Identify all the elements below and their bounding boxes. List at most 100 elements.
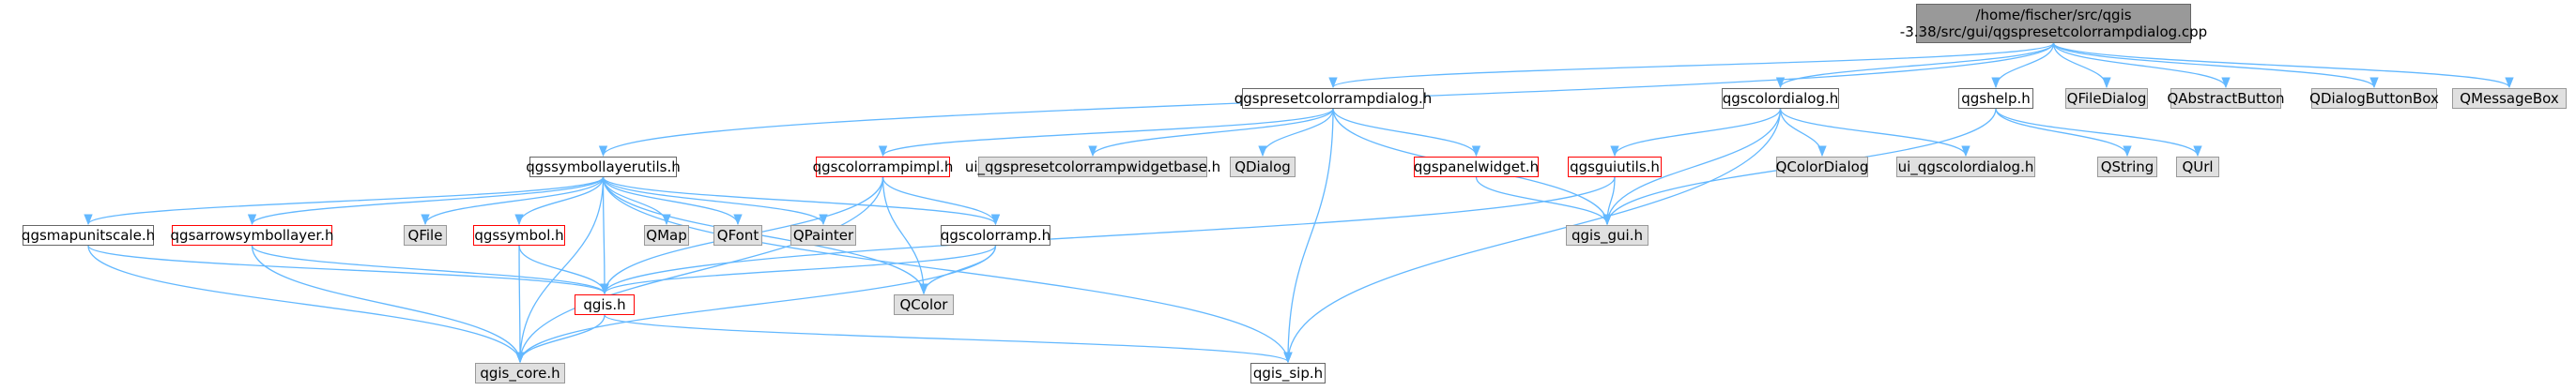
edge-symlayerutils_h-to-qfile [421,176,605,226]
node-label: QUrl [2182,158,2214,175]
edge-colorrampimpl_h-to-qgis_core_h [515,176,884,364]
edge-symlayerutils_h-to-mapunitscale_h [84,176,605,226]
node-ui-qgspresetcolorrampwidgetbase-h: ui_qgspresetcolorrampwidgetbase.h [965,157,1220,177]
edge-symlayerutils_h-to-qpainter [602,176,828,226]
edge-qgshelp_h-to-qstring [1995,108,2132,158]
edge-symlayerutils_h-to-arrowsymlayer_h [247,176,605,226]
node-label: QDialogButtonBox [2309,90,2439,107]
node-qmessagebox: QMessageBox [2452,88,2567,109]
node-qgssymbollayerutils-h[interactable]: qgssymbollayerutils.h [526,157,681,177]
edge-guiutils_h-to-qgis_h [600,176,1616,295]
edge-mapunitscale_h-to-qgis_h [87,245,609,295]
node-qgsguiutils-h[interactable]: qgsguiutils.h [1568,157,1662,177]
node-qcolor: QColor [894,294,954,315]
node-qgscolorrampimpl-h[interactable]: qgscolorrampimpl.h [813,157,953,177]
node-qgis-h[interactable]: qgis.h [575,294,635,315]
node-label: qgshelp.h [1961,90,2031,107]
node-label: qgscolorramp.h [940,227,1051,244]
node-qgshelp-h[interactable]: qgshelp.h [1958,88,2033,109]
node-label: qgis_core.h [480,365,560,382]
node-label: qgscolorrampimpl.h [812,158,954,175]
edge-root-to-qdialogbuttonbox [2052,42,2379,89]
edge-colorramp_h-to-qgis_h [600,245,997,295]
edge-presetdlg_h-to-qdialog [1258,108,1334,158]
node-label: ui_qgspresetcolorrampwidgetbase.h [964,158,1221,175]
edge-root-to-presetdlg_h [1328,42,2055,89]
node-qgscolorramp-h[interactable]: qgscolorramp.h [941,225,1050,246]
edge-symlayerutils_h-to-qgis_h [600,176,609,295]
edge-colorrampimpl_h-to-colorramp_h [882,176,1001,226]
node-qurl: QUrl [2176,157,2219,177]
node-qgsmapunitscale-h[interactable]: qgsmapunitscale.h [21,225,156,246]
node-qfont: QFont [713,225,762,246]
edge-presetdlg_h-to-panelwidget_h [1332,108,1481,158]
edge-root-to-colordlg_h [1775,42,2055,89]
node-label: qgspresetcolorrampdialog.h [1234,90,1433,107]
node-qgscolordialog-h[interactable]: qgscolordialog.h [1722,88,1839,109]
node-label: qgsarrowsymbollayer.h [170,227,334,244]
node-qgis-sip-h[interactable]: qgis_sip.h [1250,363,1326,383]
node-qcolordialog: QColorDialog [1776,157,1868,177]
node-label: qgsmapunitscale.h [21,227,156,244]
node-label: QColorDialog [1775,158,1869,175]
edge-symlayerutils_h-to-qfont [602,176,743,226]
node-label: qgis_sip.h [1252,365,1324,382]
node-qgspresetcolorrampdialog-h[interactable]: qgspresetcolorrampdialog.h [1234,88,1432,109]
node-label: QPainter [792,227,854,244]
edge-symlayerutils_h-to-qcolor [602,176,928,295]
node-label: QMessageBox [2460,90,2559,107]
edge-colorramp_h-to-qcolor [919,245,997,295]
node-qgssymbol-h[interactable]: qgssymbol.h [473,225,565,246]
edge-qgis_h-to-qgis_sip_h [604,314,1293,364]
edge-symlayerutils_h-to-symbol_h [514,176,605,226]
edge-presetdlg_h-to-qgis_sip_h [1283,108,1334,364]
edge-root-to-qabstractbutton [2052,42,2231,89]
node-label: QString [2100,158,2154,175]
edge-presetdlg_h-to-colorrampimpl_h [879,108,1334,158]
node-qgsarrowsymbollayer-h[interactable]: qgsarrowsymbollayer.h [170,225,334,246]
node-qgis-core-h: qgis_core.h [475,363,565,383]
edge-colordlg_h-to-qcolordialog [1779,108,1827,158]
node-qfiledialog: QFileDialog [2065,88,2148,109]
node-label: qgsguiutils.h [1570,158,1660,175]
node-label: QFileDialog [2066,90,2147,107]
edge-guiutils_h-to-qgis_gui_h [1602,176,1616,226]
edge-symbol_h-to-qgis_h [518,245,609,295]
node-label: qgssymbollayerutils.h [526,158,681,175]
node-label: /home/fischer/src/qgis -3.38/src/gui/qgs… [1899,7,2208,40]
node-label: QFont [716,227,759,244]
edge-panelwidget_h-to-qgis_gui_h [1475,176,1612,226]
node-label: QAbstractButton [2167,90,2285,107]
edge-presetdlg_h-to-ui_presetbase_h [1088,108,1334,158]
edge-symlayerutils_h-to-qmap [602,176,671,226]
edge-colordlg_h-to-ui_colordlg_h [1779,108,1970,158]
edge-arrowsymlayer_h-to-qgis_h [251,245,609,295]
edge-root-to-qgshelp_h [1991,42,2055,89]
edge-symlayerutils_h-to-qgis_sip_h [602,176,1293,364]
edge-qgis_h-to-qgis_core_h [515,314,606,364]
node-qabstractbutton: QAbstractButton [2167,88,2285,109]
node-qgspanelwidget-h[interactable]: qgspanelwidget.h [1414,157,1539,177]
node-label: qgis.h [583,296,626,313]
edge-arrowsymlayer_h-to-qgis_core_h [251,245,525,364]
edge-colordlg_h-to-qgis_sip_h [1283,108,1782,364]
node-qstring: QString [2097,157,2157,177]
edge-symbol_h-to-qgis_core_h [515,245,525,364]
edge-qgshelp_h-to-qurl [1995,108,2202,158]
node-label: QDialog [1234,158,1291,175]
node-label: qgis_gui.h [1572,227,1643,244]
node-root-file: /home/fischer/src/qgis -3.38/src/gui/qgs… [1900,4,2207,43]
edge-symlayerutils_h-to-colorramp_h [602,176,1000,226]
edge-colordlg_h-to-qgis_gui_h [1602,108,1782,226]
node-qdialog: QDialog [1230,157,1296,177]
node-qmap: QMap [644,225,689,246]
node-qpainter: QPainter [790,225,856,246]
node-qgis-gui-h: qgis_gui.h [1566,225,1648,246]
edge-mapunitscale_h-to-qgis_core_h [87,245,525,364]
edge-colorramp_h-to-qgis_core_h [515,245,997,364]
node-ui-qgscolordialog-h: ui_qgscolordialog.h [1896,157,2035,177]
edge-root-to-qfiledialog [2052,42,2111,89]
node-label: ui_qgscolordialog.h [1897,158,2034,175]
